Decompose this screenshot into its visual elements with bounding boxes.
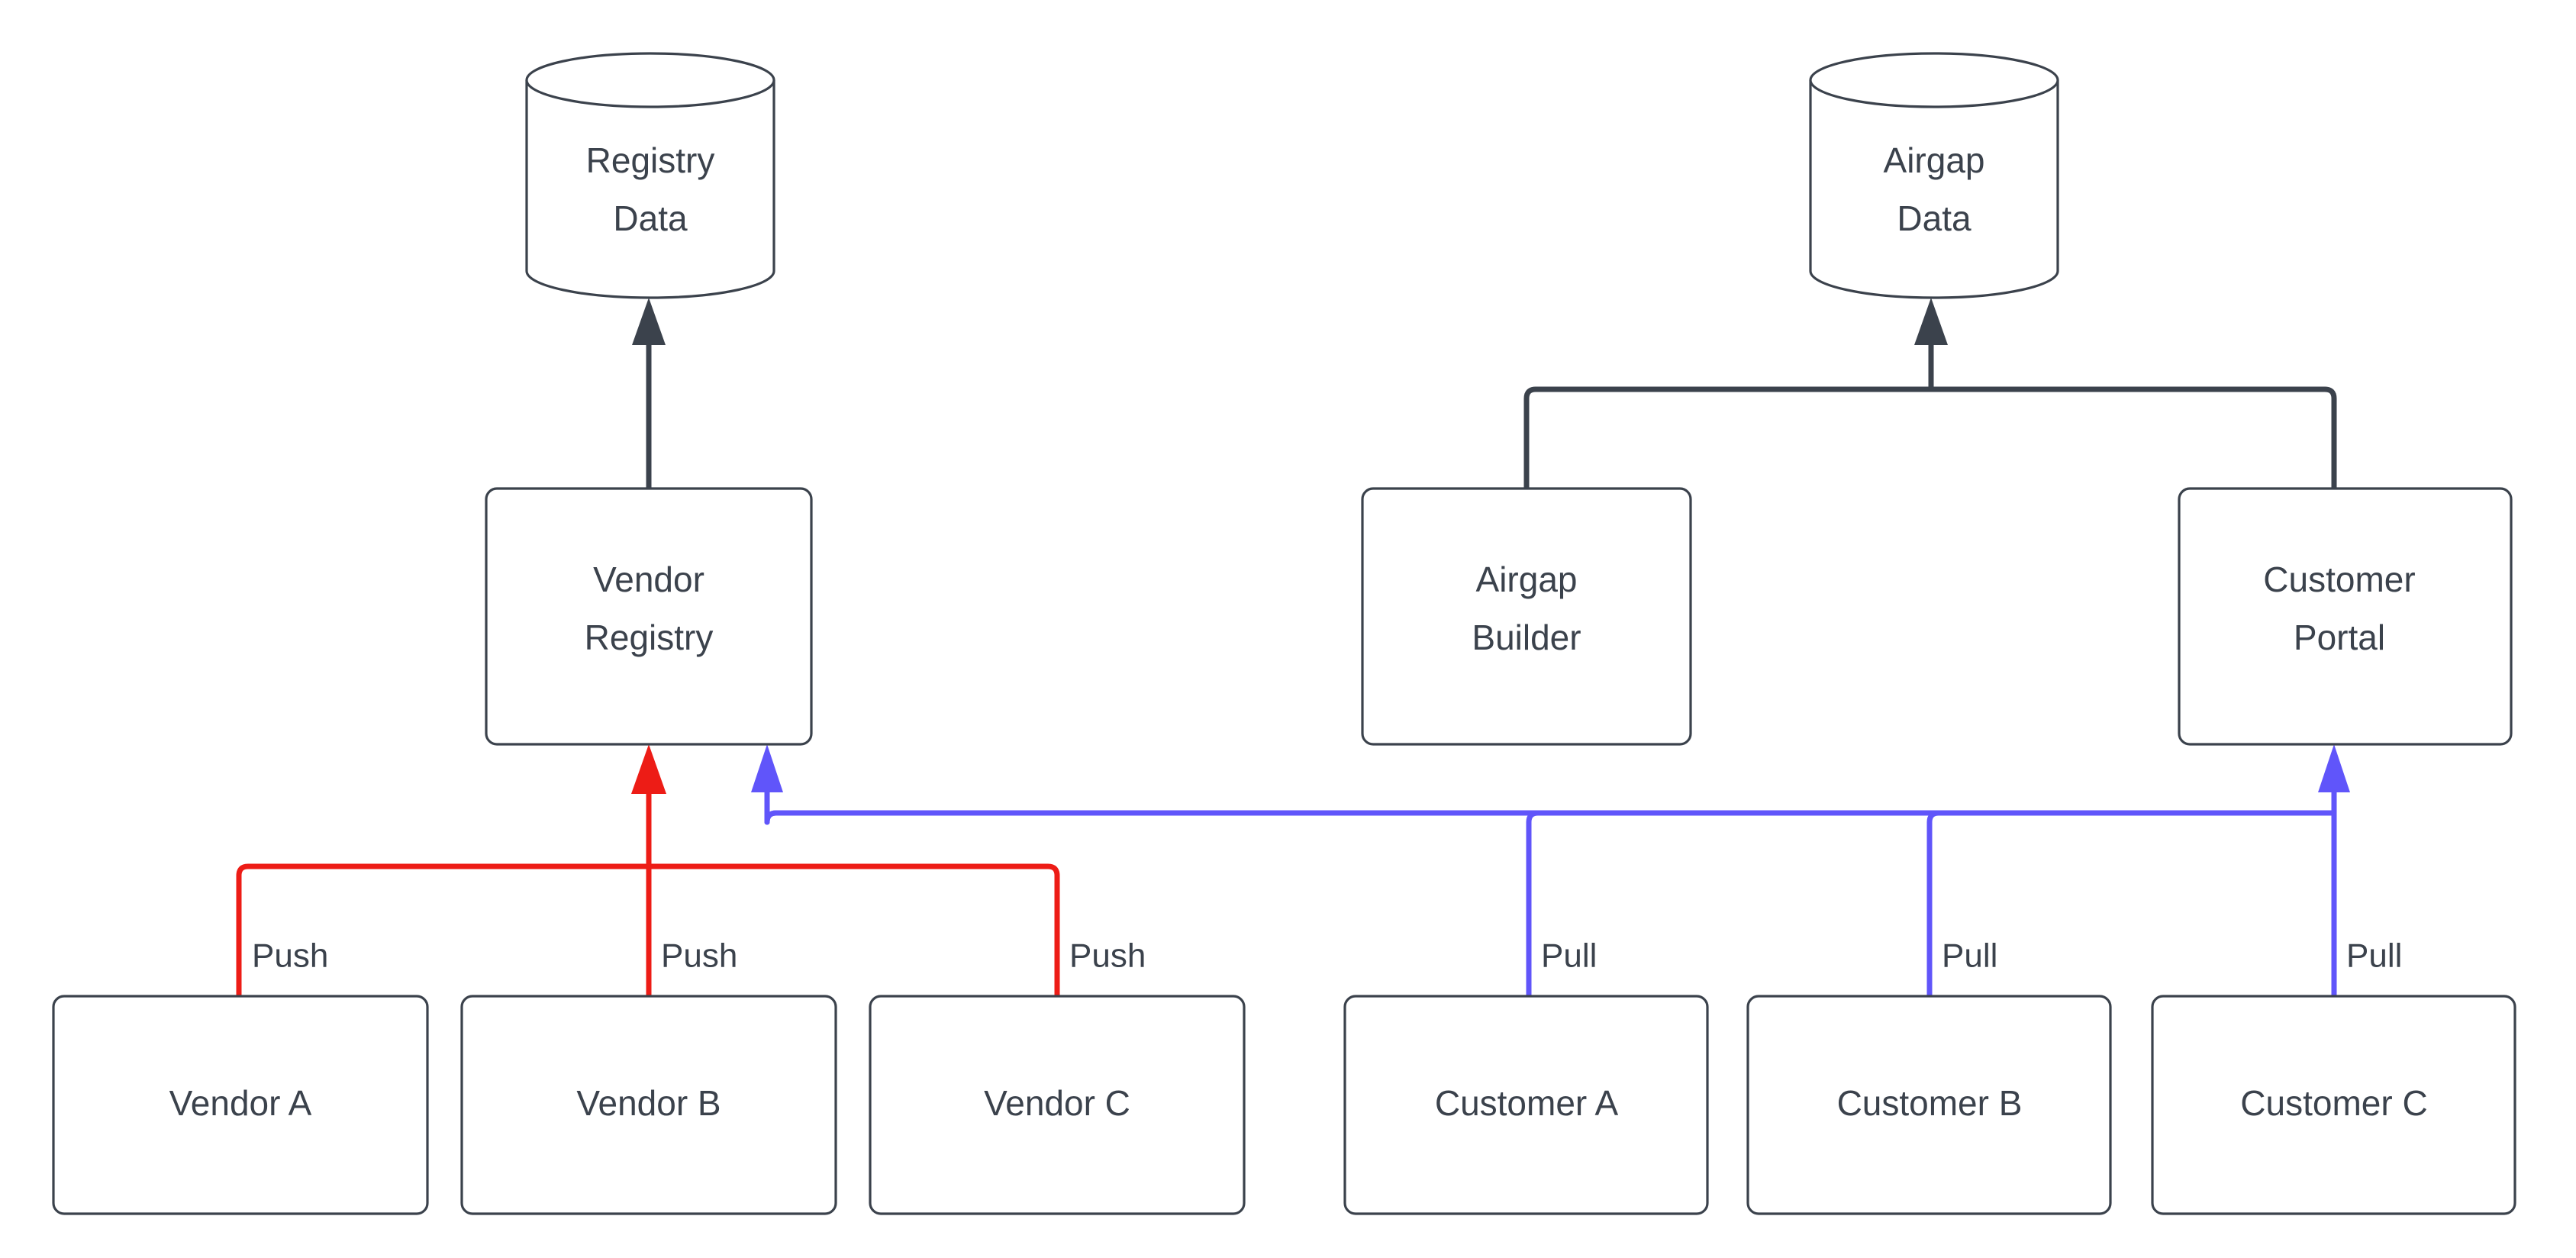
edge-label-customer-c-pull: Pull [2346,937,2402,975]
edge-airgap-bus-to-airgap-data [1523,298,2337,489]
node-vendor-c[interactable]: Vendor C [869,995,1246,1215]
node-airgap-data[interactable]: Airgap Data [1809,52,2059,299]
node-customer-portal[interactable]: Customer Portal [2178,487,2513,746]
node-registry-data[interactable]: Registry Data [525,52,775,299]
node-label-line2: Data [1897,198,1971,238]
arrowhead-up-icon [631,744,666,794]
cylinder-top [525,52,775,108]
node-rect [2151,995,2516,1215]
cylinder-body [525,80,775,299]
edge-vendors-push-to-vendor-registry [236,744,1060,996]
node-label: Customer A [1435,1083,1619,1123]
node-customer-b[interactable]: Customer B [1746,995,2112,1215]
edge-label-customer-b-pull: Pull [1942,937,1997,975]
arrowhead-up-icon [2318,744,2350,792]
node-vendor-b[interactable]: Vendor B [460,995,837,1215]
arrowhead-up-icon [632,298,666,345]
edge-label-vendor-b-push: Push [661,937,737,975]
node-rect [1343,995,1709,1215]
node-label: Vendor A [169,1083,312,1123]
edge-bus-line [764,771,2334,825]
edge-label-vendor-a-push: Push [252,937,328,975]
node-rect [869,995,1246,1215]
arrowhead-up-icon [751,744,783,792]
node-label: Customer B [1837,1083,2023,1123]
node-label-line2: Data [613,198,688,238]
node-rect [1746,995,2112,1215]
cylinder-body [1809,80,2059,299]
node-label-line1: Airgap [1476,560,1578,599]
node-label: Vendor C [984,1083,1130,1123]
node-rect [460,995,837,1215]
node-label-line1: Customer [2263,560,2415,599]
node-rect [2178,487,2513,746]
node-label: Vendor B [576,1083,721,1123]
node-label-line1: Registry [586,140,715,180]
edge-vendor-registry-to-registry-data [632,298,666,489]
edge-label-customer-a-pull: Pull [1541,937,1597,975]
node-label: Customer C [2240,1083,2427,1123]
cylinder-top [1809,52,2059,108]
node-vendor-a[interactable]: Vendor A [52,995,429,1215]
edge-bus-elbow [764,810,777,825]
node-label-line1: Airgap [1884,140,1985,180]
node-label-line2: Builder [1472,618,1581,657]
node-label-line2: Registry [585,618,714,657]
node-rect [1361,487,1692,746]
edge-customers-pull-bus [751,744,2350,996]
node-customer-c[interactable]: Customer C [2151,995,2516,1215]
node-airgap-builder[interactable]: Airgap Builder [1361,487,1692,746]
node-label-line1: Vendor [593,560,704,599]
node-rect [52,995,429,1215]
node-customer-a[interactable]: Customer A [1343,995,1709,1215]
edge-label-vendor-c-push: Push [1069,937,1146,975]
node-rect [485,487,813,746]
node-label-line2: Portal [2294,618,2385,657]
node-vendor-registry[interactable]: Vendor Registry [485,487,813,746]
edge-drop-customer-b [1926,810,1939,996]
edge-bus-line [1523,386,2337,489]
edge-drop-customer-a [1526,810,1539,996]
arrowhead-up-icon [1914,298,1948,345]
